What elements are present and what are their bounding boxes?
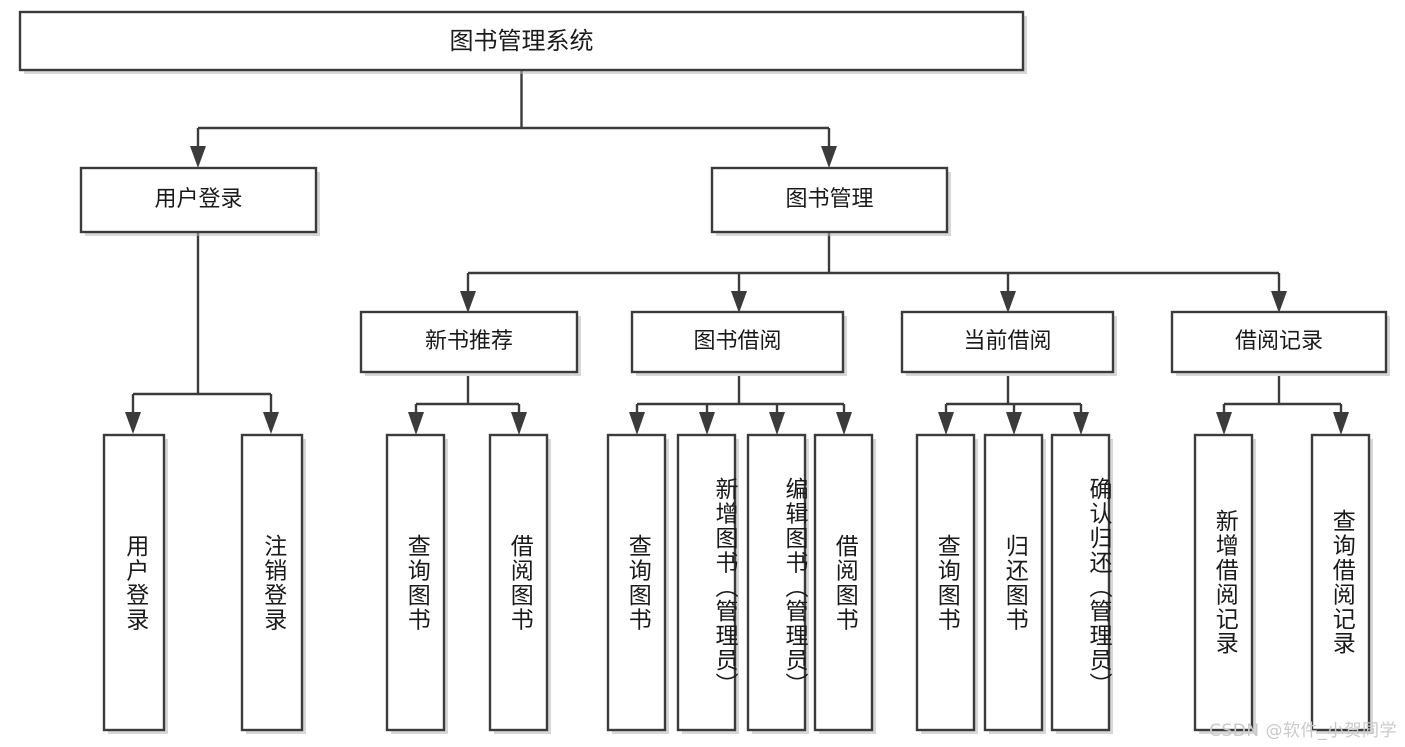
box-leaf-borrow-book-2[interactable] — [813, 433, 874, 732]
arrowhead-borrow-record — [1271, 291, 1287, 313]
arrowhead-leaf-return-book — [1006, 412, 1022, 435]
box-new-book-recommend[interactable] — [359, 310, 579, 374]
node-box-group — [18, 10, 1390, 734]
arrowhead-leaf-query-book-3 — [938, 412, 954, 435]
arrowhead-bookmanage — [821, 146, 837, 168]
arrowhead-leaf-query-book-1 — [408, 412, 424, 435]
box-leaf-return-book[interactable] — [983, 433, 1044, 732]
box-root[interactable] — [18, 10, 1025, 72]
box-leaf-borrow-book-1[interactable] — [488, 433, 549, 732]
box-leaf-add-record[interactable] — [1193, 433, 1254, 732]
node-borrow-record[interactable] — [1172, 312, 1386, 372]
box-leaf-add-book[interactable] — [676, 433, 737, 732]
connector-group — [125, 70, 1349, 435]
arrowhead-leaf-query-record — [1333, 412, 1349, 435]
arrowhead-leaf-borrow-book-2 — [836, 412, 852, 435]
node-new-book-recommend[interactable] — [361, 312, 577, 372]
arrowhead-leaf-query-book-2 — [629, 412, 645, 435]
node-user-login[interactable] — [81, 168, 316, 232]
arrowhead-leaf-logout-login — [263, 412, 279, 434]
box-leaf-user-login[interactable] — [102, 433, 166, 732]
box-leaf-query-record[interactable] — [1310, 433, 1371, 732]
arrowhead-leaf-borrow-book-1 — [511, 412, 527, 435]
node-book-manage[interactable] — [712, 168, 947, 232]
box-leaf-confirm-return[interactable] — [1050, 433, 1111, 732]
box-leaf-query-book-3[interactable] — [915, 433, 976, 732]
arrowhead-book-borrow — [731, 291, 747, 313]
node-current-borrow[interactable] — [902, 312, 1113, 372]
arrowhead-current-borrow — [1000, 291, 1016, 313]
box-current-borrow[interactable] — [900, 310, 1115, 374]
box-leaf-query-book-2[interactable] — [606, 433, 667, 732]
node-root[interactable] — [20, 12, 1023, 70]
arrowhead-leaf-user-login — [125, 412, 141, 434]
box-leaf-logout-login[interactable] — [240, 433, 304, 732]
arrowhead-leaf-add-book — [699, 412, 715, 435]
box-book-manage[interactable] — [710, 166, 949, 234]
box-leaf-edit-book[interactable] — [746, 433, 807, 732]
arrowhead-userlogin — [190, 146, 206, 168]
arrowhead-leaf-add-record — [1216, 412, 1232, 435]
node-book-borrow[interactable] — [632, 312, 843, 372]
box-leaf-query-book-1[interactable] — [385, 433, 446, 732]
arrowhead-leaf-edit-book — [769, 412, 785, 435]
box-user-login[interactable] — [79, 166, 318, 234]
box-borrow-record[interactable] — [1170, 310, 1388, 374]
arrowhead-leaf-confirm-return — [1073, 412, 1089, 435]
box-book-borrow[interactable] — [630, 310, 845, 374]
csdn-watermark: CSDN @软件_小贺同学 — [1209, 721, 1397, 741]
arrowhead-new-book-recommend — [460, 291, 476, 313]
